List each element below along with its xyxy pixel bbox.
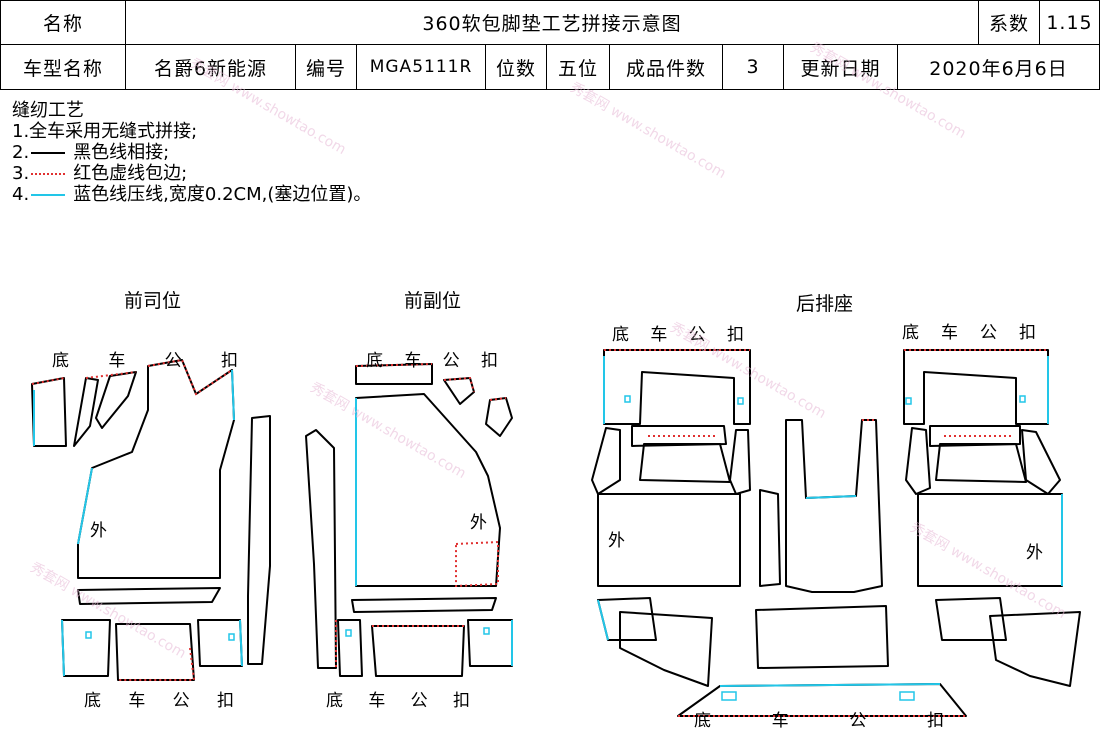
black-line-swatch xyxy=(31,151,66,154)
fp-bottom-left xyxy=(337,619,363,677)
note-1: 1.全车采用无缝式拼接; xyxy=(12,121,198,142)
fd-main-mat xyxy=(77,359,235,579)
notes-title: 缝纫工艺 xyxy=(12,100,84,121)
rl-side-left xyxy=(591,427,621,495)
rr-bottom-a xyxy=(935,597,1007,641)
note-3-num: 3. xyxy=(12,163,30,184)
rr-tab-strip xyxy=(929,425,1021,447)
rl-tunnel xyxy=(639,443,731,483)
sewing-notes: 缝纫工艺 1.全车采用无缝式拼接; 2. 黑色线相接; 3. 红色虚线包边; 4… xyxy=(12,100,371,205)
rc-block xyxy=(755,605,889,669)
red-dashed-swatch xyxy=(31,172,66,175)
section-rear: 后排座 xyxy=(796,293,854,315)
fd-bottom-right xyxy=(197,619,243,667)
fp-bottom-buckle-label: 底车公扣 xyxy=(326,691,470,711)
note-4-num: 4. xyxy=(12,184,30,205)
fd-narrow-strip xyxy=(73,377,99,447)
rl-top-mat xyxy=(603,349,751,425)
fd-bottom-mid xyxy=(115,623,195,681)
fp-wedge xyxy=(443,377,475,405)
note-3: 3. 红色虚线包边; xyxy=(12,163,371,184)
section-front-driver: 前司位 xyxy=(124,290,182,312)
fd-top-buckle-label: 底车公扣 xyxy=(52,351,238,371)
fp-outside-label: 外 xyxy=(470,513,487,533)
rc-bottom-buckle-label: 底车公扣 xyxy=(694,711,944,731)
blue-seam-lines xyxy=(33,356,1063,687)
fd-bar xyxy=(77,587,221,605)
header-table: 名称 360软包脚垫工艺拼接示意图 系数 1.15 车型名称 名爵6新能源 编号… xyxy=(0,0,1100,90)
rear-right-pieces xyxy=(903,349,1081,687)
fp-bar xyxy=(351,597,497,613)
fp-main-mat xyxy=(355,393,501,587)
note-2: 2. 黑色线相接; xyxy=(12,142,371,163)
rr-top-buckle-label: 底车公扣 xyxy=(902,323,1036,343)
fp-bottom-mid xyxy=(371,625,465,677)
rl-side-right xyxy=(729,429,751,495)
rl-center-strip xyxy=(759,489,781,587)
rc-tunnel-mat xyxy=(785,419,883,593)
rl-main-mat xyxy=(597,493,741,587)
rr-bottom-b xyxy=(989,611,1081,687)
fd-wedge xyxy=(95,371,137,429)
note-4-text: 蓝色线压线,宽度0.2CM,(塞边位置)。 xyxy=(73,184,372,205)
red-dashed-edges xyxy=(31,349,1048,717)
rl-bottom-b xyxy=(619,611,713,687)
fp-left-strip xyxy=(305,429,337,669)
rr-tunnel xyxy=(935,443,1027,483)
rr-outside-label: 外 xyxy=(1026,543,1043,563)
marker-rects xyxy=(85,395,1026,701)
section-front-passenger: 前副位 xyxy=(404,290,462,312)
fd-tall-strip xyxy=(247,415,271,665)
rear-center-pieces xyxy=(677,419,967,717)
fd-left-flap xyxy=(31,377,67,447)
note-2-num: 2. xyxy=(12,142,30,163)
rl-outside-label: 外 xyxy=(608,531,625,551)
rl-tab-strip xyxy=(631,425,727,447)
fp-strip xyxy=(485,397,513,437)
rl-top-buckle-label: 底车公扣 xyxy=(612,325,744,345)
note-4: 4. 蓝色线压线,宽度0.2CM,(塞边位置)。 xyxy=(12,184,371,205)
rr-side-left xyxy=(905,427,931,495)
fp-top-buckle-label: 底车公扣 xyxy=(366,351,498,371)
rr-side-right xyxy=(1021,429,1061,495)
front-passenger-pieces xyxy=(305,363,513,677)
rr-top-mat xyxy=(903,349,1049,425)
note-3-text: 红色虚线包边; xyxy=(73,163,188,184)
fd-outside-label: 外 xyxy=(90,521,107,541)
rear-left-pieces xyxy=(591,349,781,687)
blue-line-swatch xyxy=(31,193,66,196)
note-2-text: 黑色线相接; xyxy=(73,142,170,163)
fd-bottom-left xyxy=(61,619,111,677)
fp-bottom-right xyxy=(467,619,513,667)
fd-bottom-buckle-label: 底车公扣 xyxy=(84,691,234,711)
